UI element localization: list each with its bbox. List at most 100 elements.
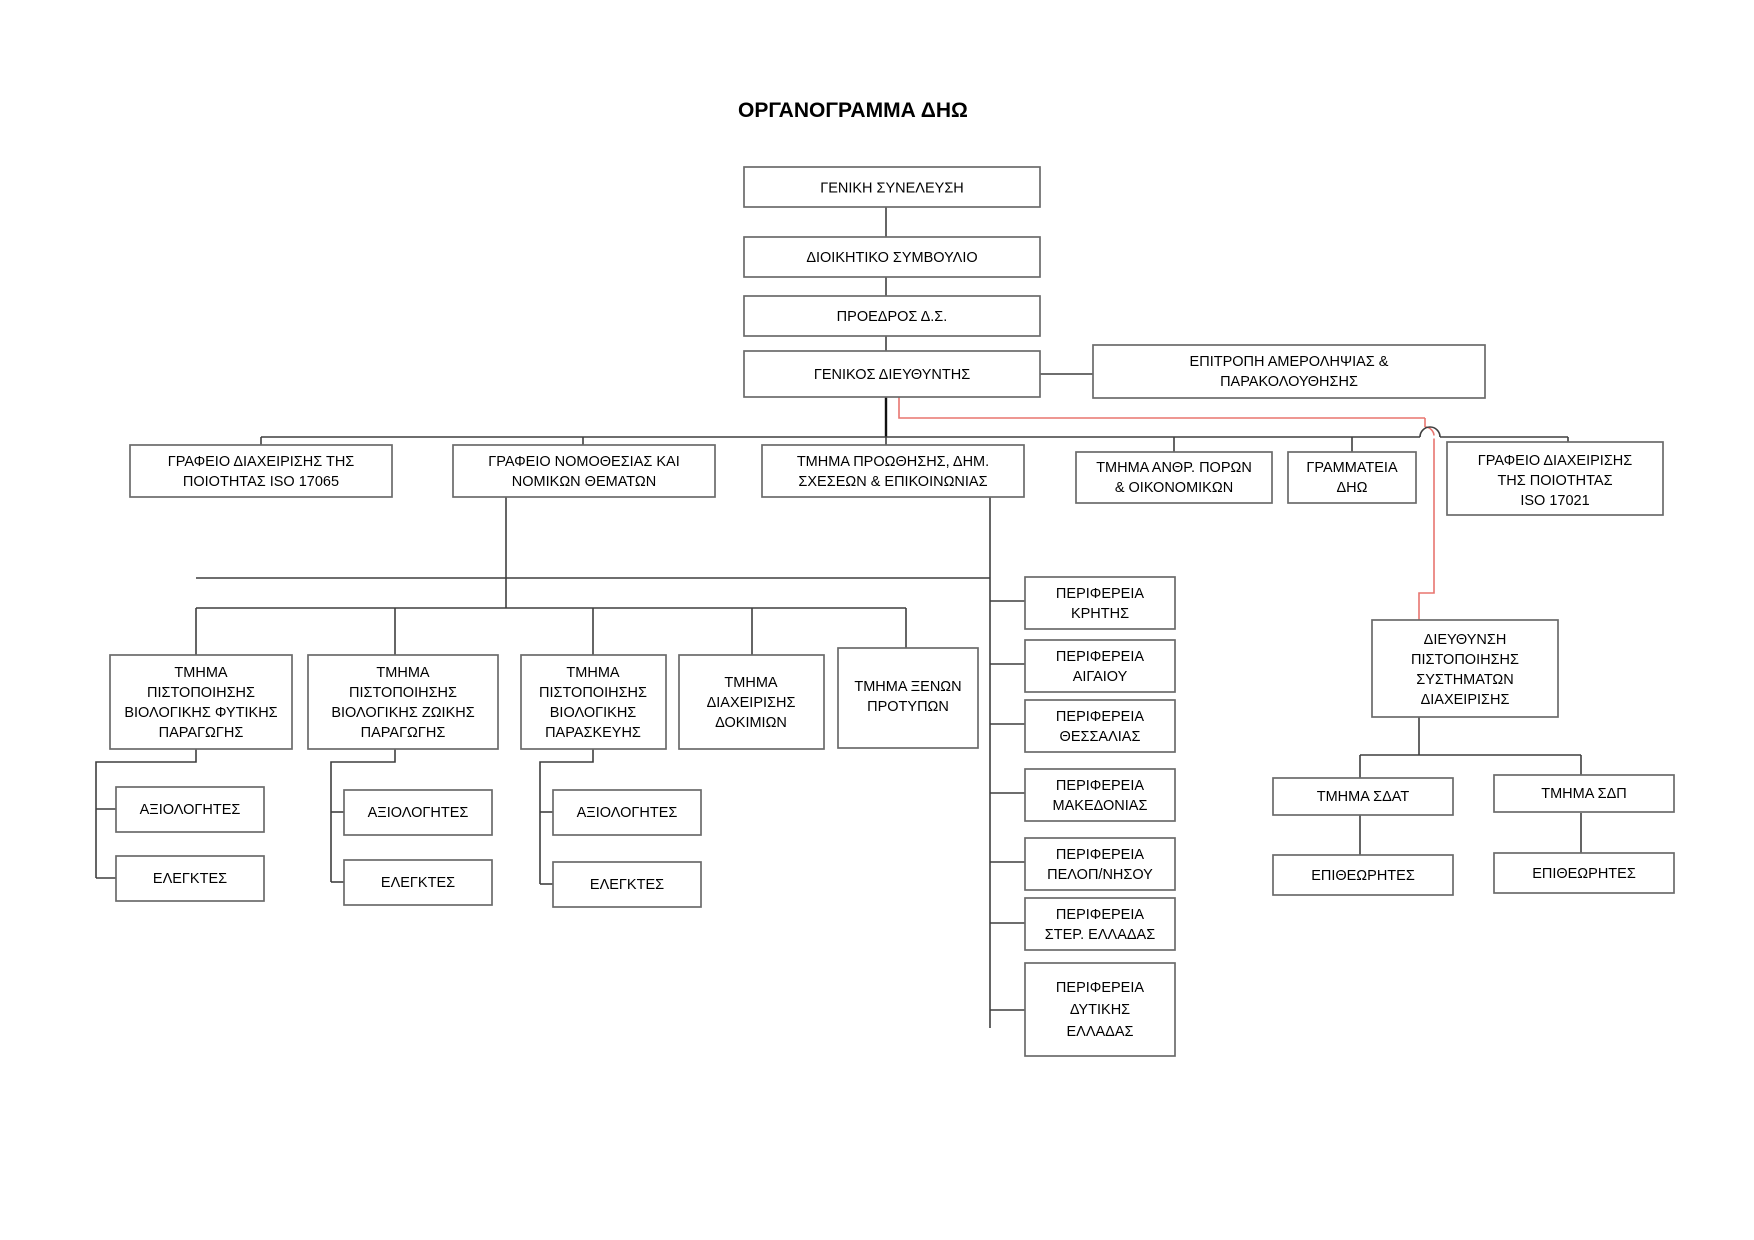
node-label-line-1: ΑΙΓΑΙΟΥ xyxy=(1073,669,1128,685)
node-cert-prep[interactable]: ΤΜΗΜΑ ΠΙΣΤΟΠΟΙΗΣΗΣ ΒΙΟΛΟΓΙΚΗΣ ΠΑΡΑΣΚΕΥΗΣ xyxy=(520,654,667,750)
node-box[interactable] xyxy=(115,786,265,833)
node-box[interactable] xyxy=(743,166,1041,208)
node-evaluators-plant[interactable]: ΑΞΙΟΛΟΓΗΤΕΣ xyxy=(115,786,265,833)
node-inspectors-animal[interactable]: ΕΛΕΓΚΤΕΣ xyxy=(343,859,493,906)
node-box[interactable] xyxy=(1075,451,1273,504)
node-box[interactable] xyxy=(743,350,1041,398)
node-dept-sdp[interactable]: ΤΜΗΜΑ ΣΔΠ xyxy=(1493,774,1675,813)
node-impartiality-committee[interactable]: ΕΠΙΤΡΟΠΗ ΑΜΕΡΟΛΗΨΙΑΣ & ΠΑΡΑΚΟΛΟΥΘΗΣΗΣ xyxy=(1092,344,1486,399)
node-box[interactable] xyxy=(1446,441,1664,516)
node-label-line-1: ΔΙΑΧΕΙΡΙΣΗΣ xyxy=(707,695,796,711)
node-label-line-0: ΤΜΗΜΑ ΠΡΟΩΘΗΣΗΣ, ΔΗΜ. xyxy=(797,454,989,470)
node-box[interactable] xyxy=(1493,774,1675,813)
node-dept-sdat[interactable]: ΤΜΗΜΑ ΣΔΑΤ xyxy=(1272,777,1454,816)
node-label-line-0: ΤΜΗΜΑ ΞΕΝΩΝ xyxy=(854,679,961,695)
node-label-line-3: ΠΑΡΑΣΚΕΥΗΣ xyxy=(545,725,641,741)
node-board[interactable]: ΔΙΟΙΚΗΤΙΚΟ ΣΥΜΒΟΥΛΙΟ xyxy=(743,236,1041,278)
node-legal-office[interactable]: ΓΡΑΦΕΙΟ ΝΟΜΟΘΕΣΙΑΣ ΚΑΙ ΝΟΜΙΚΩΝ ΘΕΜΑΤΩΝ xyxy=(452,444,716,498)
node-region-west-greece[interactable]: ΠΕΡΙΦΕΡΕΙΑ ΔΥΤΙΚΗΣ ΕΛΛΑΔΑΣ xyxy=(1024,962,1176,1057)
node-label-line-3: ΔΙΑΧΕΙΡΙΣΗΣ xyxy=(1421,692,1510,708)
node-box[interactable] xyxy=(115,855,265,902)
node-box[interactable] xyxy=(1024,837,1176,891)
node-box[interactable] xyxy=(678,654,825,750)
node-label-line-1: ΠΕΛΟΠ/ΝΗΣΟΥ xyxy=(1047,867,1153,883)
node-box[interactable] xyxy=(1024,897,1176,951)
node-label-line-0: ΤΜΗΜΑ xyxy=(376,665,429,681)
node-region-thessaly[interactable]: ΠΕΡΙΦΕΡΕΙΑ ΘΕΣΣΑΛΙΑΣ xyxy=(1024,699,1176,753)
node-auditors-sdp[interactable]: ΕΠΙΘΕΩΡΗΤΕΣ xyxy=(1493,852,1675,894)
node-general-assembly[interactable]: ΓΕΝΙΚΗ ΣΥΝΕΛΕΥΣΗ xyxy=(743,166,1041,208)
node-box[interactable] xyxy=(1272,777,1454,816)
node-auditors-sdat[interactable]: ΕΠΙΘΕΩΡΗΤΕΣ xyxy=(1272,854,1454,896)
node-region-crete[interactable]: ΠΕΡΙΦΕΡΕΙΑ ΚΡΗΤΗΣ xyxy=(1024,576,1176,630)
bus-hop-arc xyxy=(1419,426,1441,438)
node-label-line-1: ΠΙΣΤΟΠΟΙΗΣΗΣ xyxy=(539,685,647,701)
node-foreign-standards[interactable]: ΤΜΗΜΑ ΞΕΝΩΝ ΠΡΟΤΥΠΩΝ xyxy=(837,647,979,749)
node-box[interactable] xyxy=(1024,699,1176,753)
node-box[interactable] xyxy=(1092,344,1486,399)
node-hr-finance-dept[interactable]: ΤΜΗΜΑ ΑΝΘΡ. ΠΟΡΩΝ & ΟΙΚΟΝΟΜΙΚΩΝ xyxy=(1075,451,1273,504)
node-label-line-0: ΓΕΝΙΚΗ ΣΥΝΕΛΕΥΣΗ xyxy=(820,180,964,196)
node-label-line-0: ΕΠΙΤΡΟΠΗ ΑΜΕΡΟΛΗΨΙΑΣ & xyxy=(1190,354,1389,370)
node-box[interactable] xyxy=(1272,854,1454,896)
node-president[interactable]: ΠΡΟΕΔΡΟΣ Δ.Σ. xyxy=(743,295,1041,337)
node-region-macedonia[interactable]: ΠΕΡΙΦΕΡΕΙΑ ΜΑΚΕΔΟΝΙΑΣ xyxy=(1024,768,1176,822)
node-box[interactable] xyxy=(552,861,702,908)
node-label-line-2: ΕΛΛΑΔΑΣ xyxy=(1066,1024,1133,1040)
node-cert-plant[interactable]: ΤΜΗΜΑ ΠΙΣΤΟΠΟΙΗΣΗΣ ΒΙΟΛΟΓΙΚΗΣ ΦΥΤΙΚΗΣ ΠΑ… xyxy=(109,654,293,750)
link-prep-stem xyxy=(539,749,594,884)
node-box[interactable] xyxy=(837,647,979,749)
node-label-line-1: ΤΗΣ ΠΟΙΟΤΗΤΑΣ xyxy=(1497,473,1612,489)
node-box[interactable] xyxy=(452,444,716,498)
node-box[interactable] xyxy=(1024,768,1176,822)
node-label-line-0: ΠΕΡΙΦΕΡΕΙΑ xyxy=(1056,847,1144,863)
node-box[interactable] xyxy=(1493,852,1675,894)
node-general-director[interactable]: ΓΕΝΙΚΟΣ ΔΙΕΥΘΥΝΤΗΣ xyxy=(743,350,1041,398)
node-quality-office-17065[interactable]: ΓΡΑΦΕΙΟ ΔΙΑΧΕΙΡΙΣΗΣ ΤΗΣ ΠΟΙΟΤΗΤΑΣ ISO 17… xyxy=(129,444,393,498)
node-mgmt-systems-directorate[interactable]: ΔΙΕΥΘΥΝΣΗ ΠΙΣΤΟΠΟΙΗΣΗΣ ΣΥΣΤΗΜΑΤΩΝ ΔΙΑΧΕΙ… xyxy=(1371,619,1559,718)
node-label-line-0: ΓΡΑΜΜΑΤΕΙΑ xyxy=(1306,460,1398,476)
node-cert-animal[interactable]: ΤΜΗΜΑ ΠΙΣΤΟΠΟΙΗΣΗΣ ΒΙΟΛΟΓΙΚΗΣ ΖΩΙΚΗΣ ΠΑΡ… xyxy=(307,654,499,750)
node-evaluators-animal[interactable]: ΑΞΙΟΛΟΓΗΤΕΣ xyxy=(343,789,493,836)
node-label-line-0: ΤΜΗΜΑ ΣΔΠ xyxy=(1541,786,1627,802)
node-samples-dept[interactable]: ΤΜΗΜΑ ΔΙΑΧΕΙΡΙΣΗΣ ΔΟΚΙΜΙΩΝ xyxy=(678,654,825,750)
node-label-line-1: & ΟΙΚΟΝΟΜΙΚΩΝ xyxy=(1115,480,1233,496)
node-label-line-0: ΑΞΙΟΛΟΓΗΤΕΣ xyxy=(577,805,678,821)
node-label-line-1: ΣΤΕΡ. ΕΛΛΑΔΑΣ xyxy=(1045,927,1155,943)
node-box[interactable] xyxy=(343,789,493,836)
node-promotion-dept[interactable]: ΤΜΗΜΑ ΠΡΟΩΘΗΣΗΣ, ΔΗΜ. ΣΧΕΣΕΩΝ & ΕΠΙΚΟΙΝΩ… xyxy=(761,444,1025,498)
node-box[interactable] xyxy=(1024,576,1176,630)
node-label-line-0: ΠΕΡΙΦΕΡΕΙΑ xyxy=(1056,649,1144,665)
node-box[interactable] xyxy=(552,789,702,836)
node-label-line-3: ΠΑΡΑΓΩΓΗΣ xyxy=(361,725,446,741)
node-region-aegean[interactable]: ΠΕΡΙΦΕΡΕΙΑ ΑΙΓΑΙΟΥ xyxy=(1024,639,1176,693)
node-box[interactable] xyxy=(343,859,493,906)
node-label-line-0: ΑΞΙΟΛΟΓΗΤΕΣ xyxy=(140,802,241,818)
link-red-segment-3 xyxy=(1418,436,1435,620)
node-evaluators-prep[interactable]: ΑΞΙΟΛΟΓΗΤΕΣ xyxy=(552,789,702,836)
node-box[interactable] xyxy=(520,654,667,750)
node-quality-office-17021[interactable]: ΓΡΑΦΕΙΟ ΔΙΑΧΕΙΡΙΣΗΣ ΤΗΣ ΠΟΙΟΤΗΤΑΣ ISO 17… xyxy=(1446,441,1664,516)
node-secretariat[interactable]: ΓΡΑΜΜΑΤΕΙΑ ΔΗΩ xyxy=(1287,451,1417,504)
node-box[interactable] xyxy=(129,444,393,498)
node-label-line-1: ΠΟΙΟΤΗΤΑΣ ISO 17065 xyxy=(183,474,339,490)
node-box[interactable] xyxy=(1287,451,1417,504)
node-box[interactable] xyxy=(109,654,293,750)
link-plant-stem xyxy=(95,749,197,878)
node-label-line-2: ISO 17021 xyxy=(1520,493,1589,509)
node-box[interactable] xyxy=(307,654,499,750)
node-inspectors-prep[interactable]: ΕΛΕΓΚΤΕΣ xyxy=(552,861,702,908)
node-box[interactable] xyxy=(743,295,1041,337)
node-region-central-greece[interactable]: ΠΕΡΙΦΕΡΕΙΑ ΣΤΕΡ. ΕΛΛΑΔΑΣ xyxy=(1024,897,1176,951)
node-inspectors-plant[interactable]: ΕΛΕΓΚΤΕΣ xyxy=(115,855,265,902)
node-box[interactable] xyxy=(743,236,1041,278)
node-label-line-0: ΓΡΑΦΕΙΟ ΔΙΑΧΕΙΡΙΣΗΣ xyxy=(1478,453,1633,469)
node-label-line-0: ΕΠΙΘΕΩΡΗΤΕΣ xyxy=(1532,866,1636,882)
node-box[interactable] xyxy=(1371,619,1559,718)
node-box[interactable] xyxy=(1024,962,1176,1057)
node-box[interactable] xyxy=(1024,639,1176,693)
node-box[interactable] xyxy=(761,444,1025,498)
node-label-line-1: ΜΑΚΕΔΟΝΙΑΣ xyxy=(1053,798,1148,814)
node-region-peloponnese[interactable]: ΠΕΡΙΦΕΡΕΙΑ ΠΕΛΟΠ/ΝΗΣΟΥ xyxy=(1024,837,1176,891)
